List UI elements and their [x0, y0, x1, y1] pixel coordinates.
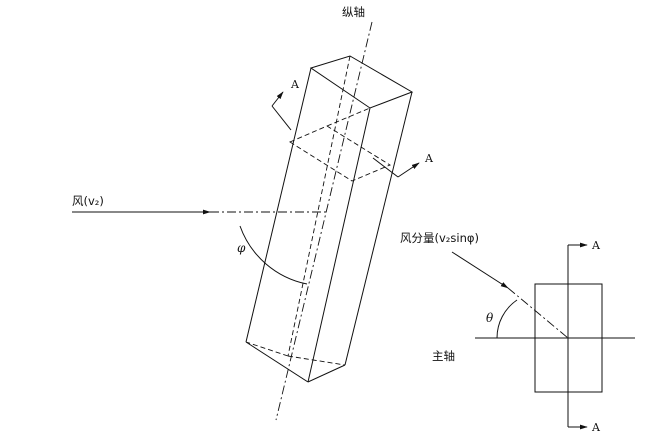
section-label-upper: A — [290, 78, 300, 91]
prism-hidden-edges — [245, 55, 351, 366]
prism-outline — [245, 55, 414, 383]
section-plane — [289, 107, 391, 182]
wind-label: 风(v₂) — [72, 194, 104, 208]
tilted-prism-view: A A 纵轴 风(v₂) φ — [72, 5, 434, 421]
wind-arrow: 风(v₂) — [72, 194, 328, 215]
section-label-right: A — [424, 152, 434, 165]
longitudinal-axis-label: 纵轴 — [342, 5, 365, 19]
wind-component-label: 风分量(v₂sinφ) — [400, 231, 479, 245]
wind-component-arrow: 风分量(v₂sinφ) — [400, 231, 569, 339]
section-marker-top: A — [568, 239, 601, 252]
section-label-bottom: A — [591, 421, 601, 431]
section-label-top: A — [591, 239, 601, 252]
cross-section-view: A A 风分量(v₂sinφ) θ 主轴 — [400, 231, 635, 431]
phi-angle: φ — [237, 225, 308, 285]
longitudinal-axis-line — [275, 21, 373, 421]
section-marker-upper: A — [271, 78, 300, 131]
principal-axis-label: 主轴 — [432, 349, 455, 363]
theta-angle: θ — [486, 299, 518, 339]
angle-phi-label: φ — [237, 241, 246, 255]
section-marker-bottom: A — [568, 421, 601, 431]
section-marker-right: A — [372, 152, 434, 178]
angle-theta-label: θ — [486, 311, 494, 325]
